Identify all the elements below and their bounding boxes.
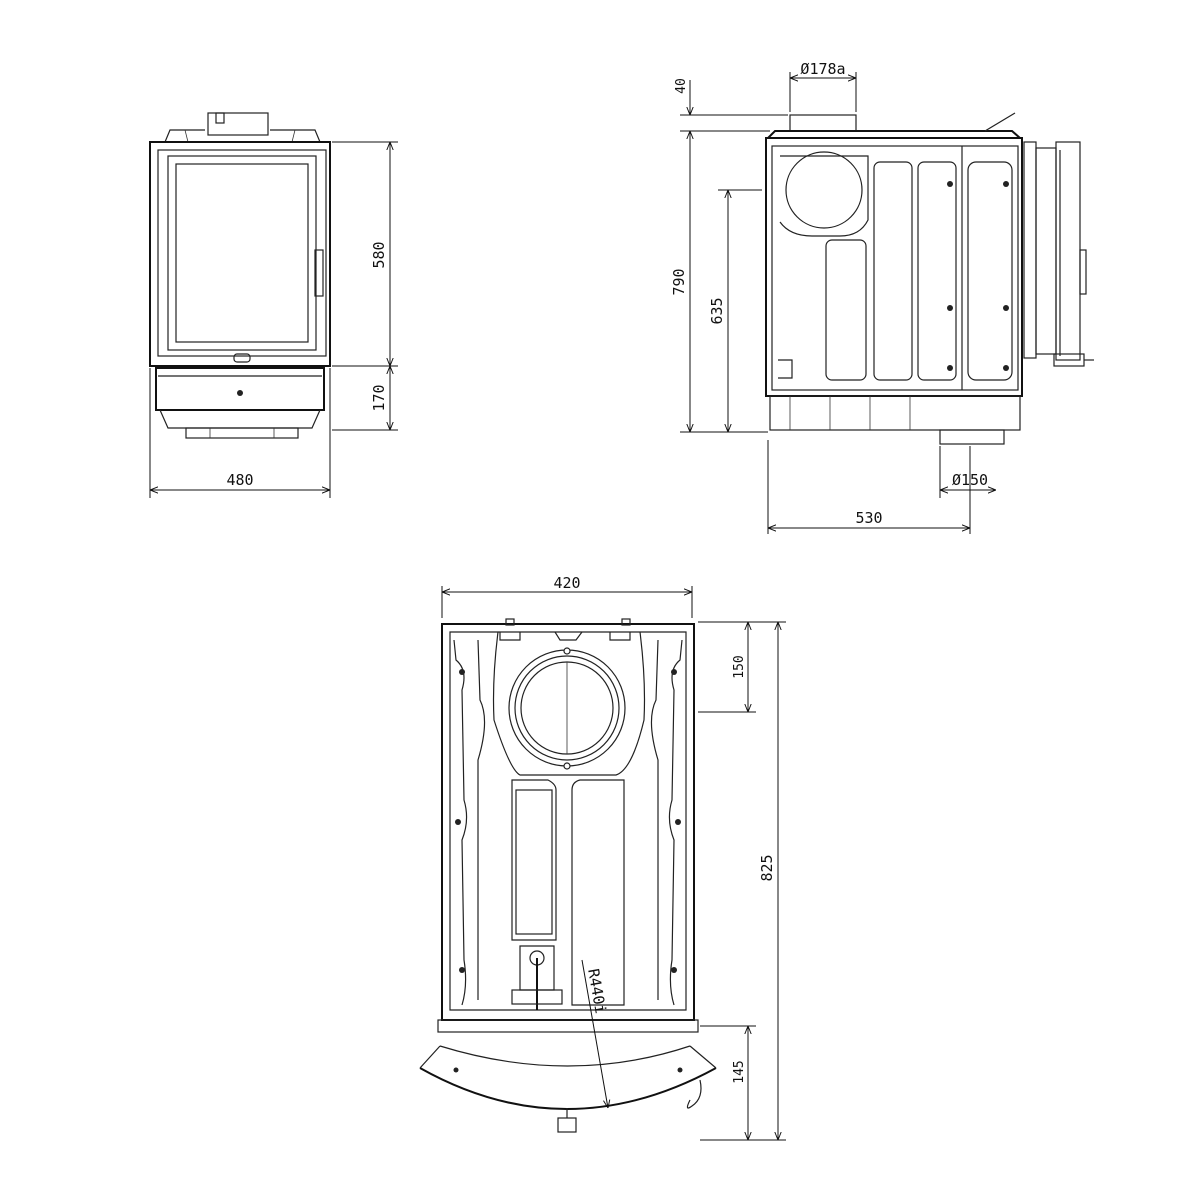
side-panel-c [967,161,1013,381]
front-dim-height-upper: 580 [370,241,388,268]
side-door [1035,147,1057,355]
side-vent-pipe [984,112,1016,132]
side-bracket [778,359,793,379]
top-rail-left-inner [477,639,486,1000]
side-body-inner [771,145,1019,391]
side-base [769,395,1021,431]
front-base-box [155,367,325,411]
front-top-flue-collar [207,112,269,136]
top-door-sides [419,1045,717,1069]
top-channel-left [511,779,557,941]
side-door-hinge [1023,141,1037,359]
side-dim-flue-top: Ø178a [800,60,845,78]
side-view: Ø178a 40 790 635 Ø150 530 [670,60,1094,534]
side-dim-total-height: 790 [670,268,688,295]
top-dim-flue-offset: 150 [732,655,747,678]
front-door [157,149,327,357]
side-panel-b [917,161,957,381]
top-dim-radius: R440i [584,967,610,1015]
top-radius-leader [581,959,608,1108]
side-body [765,137,1023,397]
top-view: R440i 420 150 825 145 [419,574,786,1141]
top-dim-front-depth: 145 [732,1060,747,1083]
front-bottom-flue [185,427,299,439]
top-flue-surround [492,631,646,776]
top-channel-right [571,779,625,1006]
front-door-inner [167,155,317,351]
front-dim-width: 480 [226,471,253,489]
top-door-outer-arc [419,1067,717,1110]
front-outer-frame [149,141,331,367]
front-top-plate [164,129,321,143]
top-dim-width: 420 [553,574,580,592]
top-edge-notches [499,632,631,641]
side-door-handle [1079,249,1087,295]
front-dim-height-lower: 170 [370,384,388,411]
side-dim-depth: 530 [855,509,882,527]
side-dim-top-offset: 40 [674,78,689,94]
side-dim-flue-bottom: Ø150 [952,471,988,489]
front-door-handle [314,249,324,297]
front-base-knob [237,390,243,396]
top-dim-total-depth: 825 [758,854,776,881]
side-flue-opening [785,151,863,229]
top-rail-right-inner [650,639,659,1000]
side-panel-top [779,155,869,237]
side-top-plate [767,130,1021,139]
top-channel-left-inner [515,789,553,935]
front-base-skirt [159,409,321,429]
side-top-flue [789,114,857,132]
side-panel-a [873,161,913,381]
front-glass [175,163,309,343]
side-panel-lower [825,239,867,381]
top-center-notch [554,631,583,641]
top-door-hinge-right [686,1079,702,1109]
top-front-frame [437,1019,699,1033]
front-door-latch [233,353,251,363]
top-flue-mid [514,655,620,761]
top-door-handle [557,1117,577,1133]
top-door-inner-arc [439,1045,691,1067]
front-view: 580 170 480 [149,112,398,498]
top-body-inner [449,631,687,1011]
side-bottom-flue [939,429,1005,445]
front-top-tab [215,112,225,124]
side-dim-inner-height: 635 [708,297,726,324]
